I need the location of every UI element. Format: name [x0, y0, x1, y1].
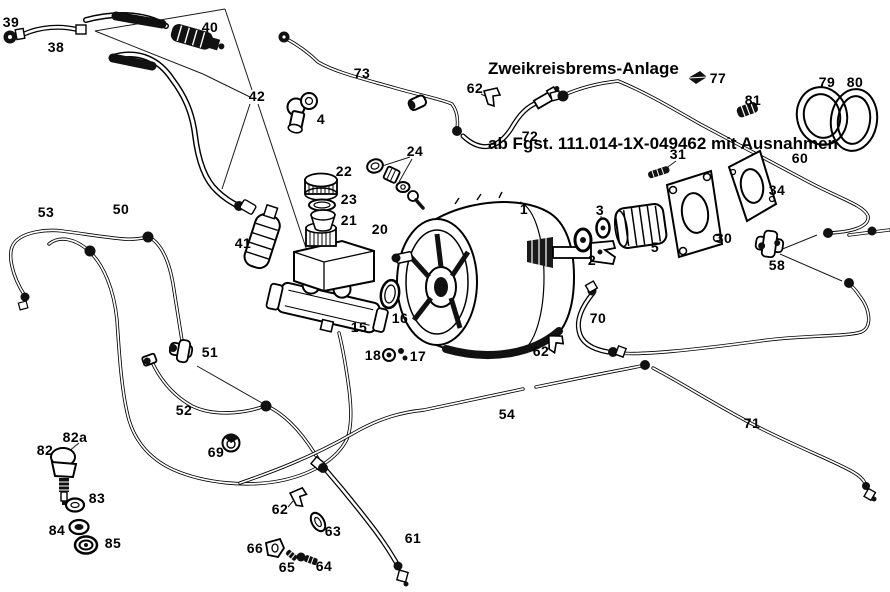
part-label-70: 70 [589, 310, 607, 326]
part-label-5: 5 [650, 239, 660, 255]
pressure-switch [50, 447, 78, 505]
diagram-title-line2: ab Fgst. 111.014-1X-049462 mit Ausnahmen [488, 134, 838, 153]
t-fitting-58 [754, 229, 785, 259]
part-label-81: 81 [744, 92, 762, 108]
part-label-34: 34 [768, 182, 786, 198]
part-label-54: 54 [498, 406, 516, 422]
part-label-61: 61 [404, 530, 422, 546]
part-label-50: 50 [112, 201, 130, 217]
t-fitting-51 [168, 339, 194, 364]
part-label-16: 16 [391, 310, 409, 326]
fluid-reservoir [293, 222, 375, 293]
part-label-23: 23 [340, 191, 358, 207]
part-label-17: 17 [409, 348, 427, 364]
part-label-21: 21 [340, 212, 358, 228]
part-label-39: 39 [2, 14, 20, 30]
part-label-30: 30 [715, 230, 733, 246]
diagram-title: Zweikreisbrems-Anlage ab Fgst. 111.014-1… [488, 6, 838, 206]
part-label-64: 64 [315, 558, 333, 574]
part-label-40: 40 [201, 19, 219, 35]
part-label-80: 80 [846, 74, 864, 90]
part-label-77: 77 [709, 70, 727, 86]
part-label-69: 69 [207, 444, 225, 460]
part-label-24: 24 [406, 143, 424, 159]
part-label-62: 62 [532, 343, 550, 359]
part-label-41: 41 [234, 235, 252, 251]
part-label-4: 4 [316, 111, 326, 127]
part-label-84: 84 [48, 522, 66, 538]
part-label-38: 38 [47, 39, 65, 55]
part-label-42: 42 [248, 88, 266, 104]
part-label-1: 1 [519, 201, 529, 217]
part-label-31: 31 [669, 146, 687, 162]
part-label-3: 3 [595, 202, 605, 218]
part-label-53: 53 [37, 204, 55, 220]
valve-40 [170, 24, 225, 51]
part-label-72: 72 [521, 128, 539, 144]
part-label-51: 51 [201, 344, 219, 360]
part-label-82: 82 [36, 442, 54, 458]
part-label-62: 62 [271, 501, 289, 517]
part-label-85: 85 [104, 535, 122, 551]
part-label-73: 73 [353, 65, 371, 81]
part-label-79: 79 [818, 74, 836, 90]
part-label-2: 2 [587, 252, 597, 268]
reservoir-cap [304, 172, 338, 201]
part-label-66: 66 [246, 540, 264, 556]
part-label-22: 22 [335, 163, 353, 179]
part-label-65: 65 [278, 559, 296, 575]
diagram-footnote-line1: ab Fgst. 111.021-XX-049449 mit [510, 586, 813, 592]
diagram-title-line1: Zweikreisbrems-Anlage [488, 59, 679, 78]
part-label-63: 63 [324, 523, 342, 539]
part-label-71: 71 [743, 415, 761, 431]
part-label-52: 52 [175, 402, 193, 418]
part-label-82a: 82a [62, 429, 88, 445]
part-label-62: 62 [466, 80, 484, 96]
part-label-58: 58 [768, 257, 786, 273]
part-label-15: 15 [350, 319, 368, 335]
part-label-20: 20 [371, 221, 389, 237]
diagram-footnote: ab Fgst. 111.021-XX-049449 mit ab Fgst. … [510, 532, 813, 592]
part-label-60: 60 [791, 150, 809, 166]
coiled-hose [795, 86, 879, 152]
part-label-83: 83 [88, 490, 106, 506]
part-label-18: 18 [364, 347, 382, 363]
brake-booster [391, 191, 617, 359]
